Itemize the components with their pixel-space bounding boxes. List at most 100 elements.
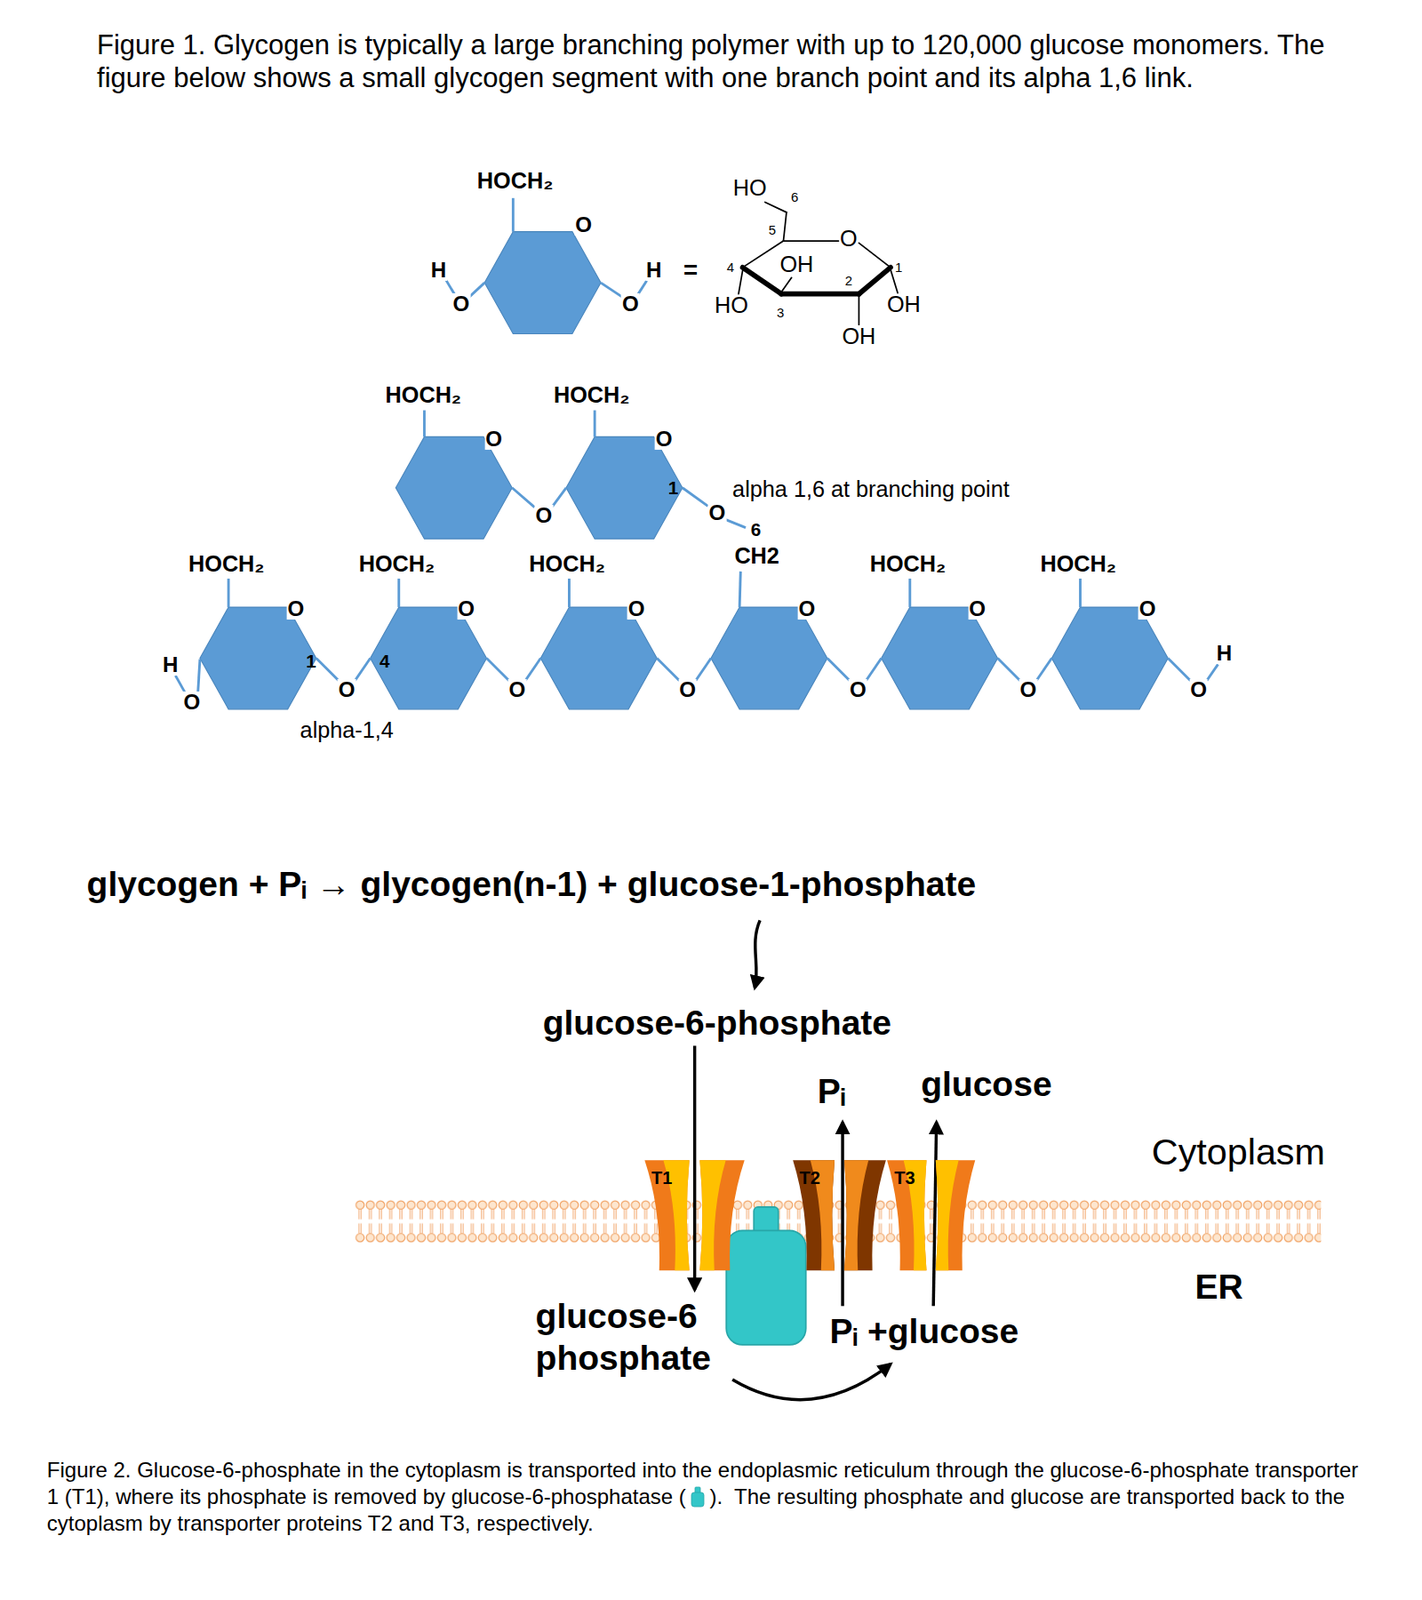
structure-label: H — [645, 259, 663, 281]
structure-label: OH — [841, 325, 876, 348]
structure-label: O — [1189, 679, 1208, 701]
bond-line — [865, 657, 881, 680]
structure-label: O — [286, 598, 305, 620]
structure-label: 2 — [845, 273, 853, 288]
bond-line — [567, 578, 571, 608]
membrane — [354, 1199, 1321, 1243]
glucose-chair — [765, 201, 787, 212]
transporter: T3 — [885, 1158, 977, 1273]
bond-line — [1167, 657, 1191, 680]
structure-label: O — [839, 227, 858, 250]
structure-label: O — [1019, 679, 1039, 701]
glucose-chair — [858, 267, 891, 295]
structure-label: 3 — [776, 306, 784, 320]
glucose-ring — [566, 436, 683, 539]
glucose-chair — [782, 239, 839, 242]
structure-label: O — [848, 679, 868, 701]
bond-line — [551, 487, 567, 508]
bond-line — [316, 657, 339, 680]
bond-line — [656, 657, 680, 680]
glucose-chair — [858, 295, 861, 325]
transporter: T2 — [790, 1158, 888, 1273]
bond-line — [908, 578, 911, 608]
phosphatase-enzyme — [726, 1230, 807, 1345]
structure-label: O — [574, 213, 593, 235]
glucose-ring — [540, 607, 657, 710]
bond-line — [695, 657, 711, 680]
structure-label: 6 — [790, 190, 799, 204]
structure-label: O — [967, 598, 987, 620]
transporter-name: T3 — [885, 1158, 977, 1187]
bond-line — [469, 282, 485, 297]
structure-label: HOCH₂ — [188, 552, 265, 576]
pathway-label: Pᵢ +glucose — [830, 1313, 1020, 1349]
glucose-ring — [711, 607, 828, 710]
pathway-label: ER — [1194, 1270, 1243, 1305]
bond-line — [423, 410, 426, 438]
bond-line — [175, 198, 1218, 694]
glucose-ring — [881, 607, 999, 710]
structure-label: alpha 1,6 at branching point — [732, 478, 1010, 501]
structure-label: O — [534, 504, 553, 527]
figure-title: Figure 1. Glycogen is typically a large … — [96, 28, 1359, 95]
pathway-label: Pᵢ — [817, 1074, 847, 1110]
structure-label: HOCH₂ — [1039, 552, 1117, 576]
transporter-half — [843, 1159, 886, 1271]
bond-line — [354, 657, 370, 680]
structure-label: O — [627, 598, 647, 620]
transporter-half — [699, 1159, 726, 1271]
transporter-half — [843, 1159, 886, 1271]
phosphatase-enzyme — [726, 1206, 807, 1345]
structure-label: H — [161, 654, 179, 676]
glucose-ring — [199, 231, 1168, 710]
bond-line — [725, 519, 746, 528]
bond-line — [198, 659, 200, 694]
pathway-label: glycogen + Pᵢ → glycogen(n-1) + glucose-… — [87, 867, 977, 903]
bond-line — [1078, 578, 1082, 608]
structure-label: 5 — [768, 223, 776, 238]
structure-label: OH — [779, 254, 814, 277]
glucose-ring — [370, 607, 488, 710]
structure-label: HOCH₂ — [477, 170, 554, 193]
structure-label: O — [678, 679, 697, 701]
structure-label: O — [337, 679, 357, 701]
structure-label: O — [182, 691, 201, 713]
bond-line — [682, 487, 709, 507]
bond-line — [175, 675, 184, 692]
pathway-label: glucose-6-phosphate — [543, 1006, 892, 1041]
glucose-chair — [738, 201, 898, 325]
transporter-half — [935, 1159, 975, 1271]
structure-label: O — [451, 293, 471, 315]
transporter-half — [935, 1159, 959, 1271]
structure-label: O — [621, 293, 640, 315]
bond-line — [486, 657, 509, 680]
bond-line — [600, 282, 623, 297]
transporter-half — [699, 1159, 744, 1271]
bond-line — [998, 657, 1021, 680]
glucose-chair — [742, 240, 784, 268]
structure-label: 4 — [726, 260, 735, 274]
bond-line — [593, 410, 597, 438]
structure-label: HOCH₂ — [359, 552, 436, 576]
structure-label: 1 — [894, 260, 903, 274]
flow-arrow — [840, 1122, 844, 1307]
figure-caption: Figure 2. Glucose-6-phosphate in the cyt… — [47, 1456, 1372, 1537]
bond-line — [1036, 657, 1052, 680]
structure-label: O — [456, 598, 476, 620]
structure-label: O — [798, 598, 817, 620]
transporter-name: T2 — [790, 1158, 888, 1187]
glucose-chair — [781, 291, 859, 297]
structure-label: O — [1138, 598, 1158, 620]
bond-line — [1206, 663, 1219, 680]
structure-label: O — [484, 427, 504, 449]
structure-label: alpha-1,4 — [300, 718, 394, 742]
bond-line — [525, 657, 541, 680]
pathway-label: glucose-6 phosphate — [535, 1295, 761, 1380]
glucose-ring — [199, 607, 317, 710]
glucose-chair — [782, 212, 786, 241]
pathway-label: Cytoplasm — [1151, 1134, 1326, 1171]
structure-label: HOCH₂ — [528, 552, 606, 576]
structure-label: 1 — [668, 478, 679, 497]
